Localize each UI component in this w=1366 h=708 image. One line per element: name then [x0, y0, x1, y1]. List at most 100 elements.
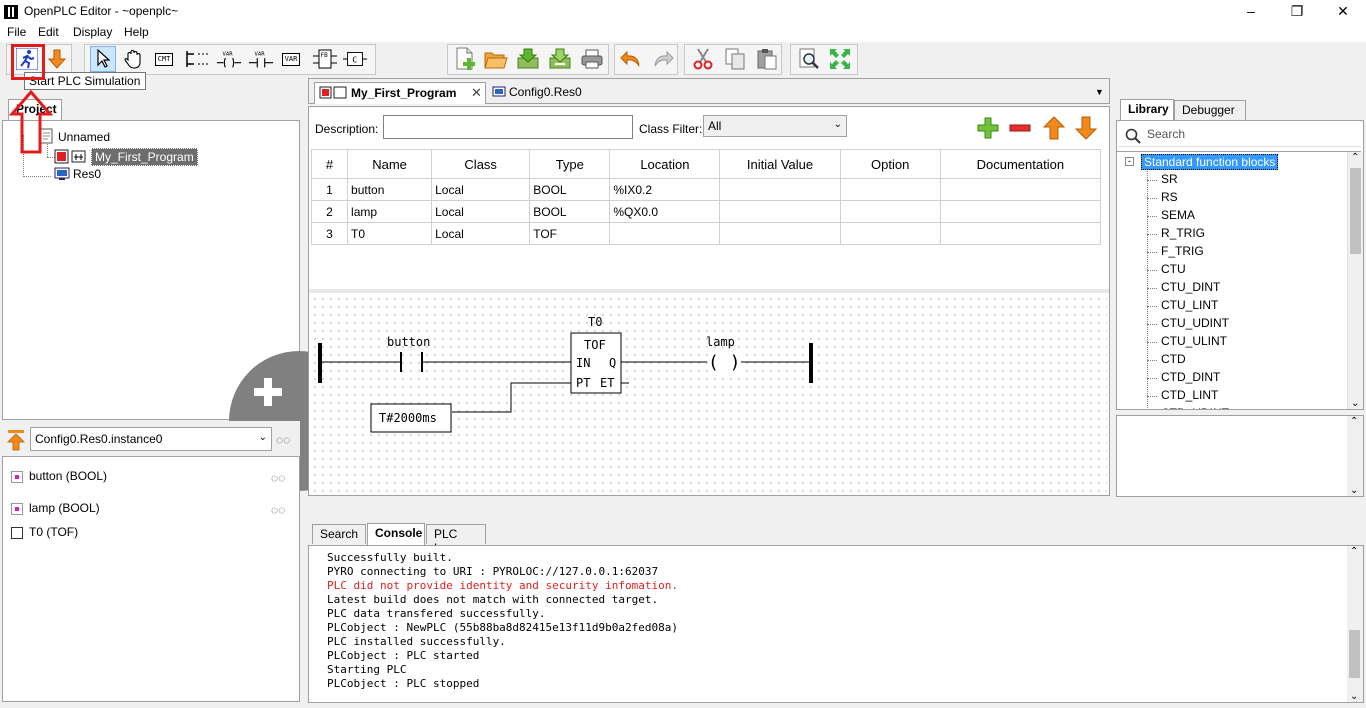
tab-debugger[interactable]: Debugger: [1174, 100, 1246, 120]
description-input[interactable]: [383, 115, 633, 139]
scroll-down-icon[interactable]: ⌄: [1350, 691, 1359, 702]
open-file-button[interactable]: [483, 46, 509, 72]
undo-button[interactable]: [618, 46, 644, 72]
move-view-button[interactable]: [120, 46, 146, 72]
function-block-tof[interactable]: [570, 332, 622, 394]
add-block-button[interactable]: FB: [312, 46, 338, 72]
tab-console[interactable]: Console: [367, 523, 425, 545]
library-item[interactable]: CTD_DINT: [1161, 370, 1221, 384]
scroll-thumb[interactable]: [1349, 630, 1360, 678]
project-root[interactable]: Unnamed: [58, 130, 111, 144]
library-item[interactable]: CTU_LINT: [1161, 298, 1219, 312]
debug-glasses-icon[interactable]: ◌◌: [271, 503, 286, 517]
add-variable-plus-icon[interactable]: [977, 117, 999, 139]
library-item[interactable]: CTD_LINT: [1161, 388, 1219, 402]
library-scrollbar[interactable]: ⌃ ⌄: [1347, 152, 1363, 409]
app-icon: [4, 5, 18, 19]
library-item[interactable]: R_TRIG: [1161, 226, 1206, 240]
splitter[interactable]: [309, 289, 1109, 293]
tab-my-first-program[interactable]: My_First_Program ✕: [314, 82, 486, 104]
move-down-arrow-icon[interactable]: [1075, 116, 1097, 140]
library-item[interactable]: CTU_UDINT: [1161, 316, 1229, 330]
console-line: Latest build does not match with connect…: [327, 593, 659, 606]
transfer-program-button[interactable]: [44, 46, 70, 72]
scroll-up-icon[interactable]: ⌃: [1350, 546, 1359, 557]
tab-config0-res0[interactable]: Config0.Res0: [487, 83, 589, 103]
close-tab-icon[interactable]: ✕: [471, 85, 482, 100]
add-power-rail-button[interactable]: [184, 46, 210, 72]
debug-glasses-icon[interactable]: ◌◌: [271, 471, 286, 485]
add-variable-button[interactable]: VAR: [278, 46, 304, 72]
block-type-label: TOF: [584, 338, 606, 352]
save-as-button[interactable]: [547, 46, 573, 72]
library-item[interactable]: SR: [1161, 172, 1178, 186]
library-item[interactable]: RS: [1161, 190, 1178, 204]
add-contact-button[interactable]: VAR: [248, 46, 274, 72]
scroll-up-icon[interactable]: ⌃: [1350, 416, 1359, 427]
select-tool-button[interactable]: [90, 46, 116, 72]
tab-plc-log[interactable]: PLC Log: [426, 524, 486, 555]
tab-list-dropdown-icon[interactable]: ▼: [1095, 87, 1104, 97]
scroll-down-icon[interactable]: ⌄: [1351, 398, 1360, 409]
find-button[interactable]: [796, 46, 822, 72]
add-coil-button[interactable]: VAR: [216, 46, 242, 72]
tab-library[interactable]: Library: [1120, 99, 1174, 121]
class-filter-select[interactable]: All ⌄: [703, 115, 847, 137]
remove-variable-minus-icon[interactable]: [1009, 117, 1031, 139]
library-category[interactable]: Standard function blocks: [1141, 154, 1279, 170]
library-item[interactable]: CTU_DINT: [1161, 280, 1221, 294]
list-item[interactable]: lamp (BOOL) ◌◌: [7, 501, 297, 521]
scroll-up-icon[interactable]: ⌃: [1351, 152, 1360, 163]
console-scrollbar[interactable]: ⌃ ⌄: [1347, 546, 1363, 702]
menu-file[interactable]: File: [7, 25, 27, 39]
list-item[interactable]: T0 (TOF): [7, 525, 297, 545]
left-power-rail[interactable]: [318, 343, 322, 383]
save-button[interactable]: [515, 46, 541, 72]
print-button[interactable]: [579, 46, 605, 72]
collapse-icon[interactable]: -: [1125, 157, 1134, 166]
fullscreen-button[interactable]: [827, 46, 853, 72]
add-c-block-button[interactable]: C: [342, 46, 368, 72]
preset-variable-box[interactable]: [370, 403, 452, 433]
maximize-button[interactable]: ❐: [1290, 3, 1304, 19]
description-scrollbar[interactable]: ⌃ ⌄: [1347, 416, 1363, 496]
list-item[interactable]: button (BOOL) ◌◌: [7, 469, 297, 489]
resource-item[interactable]: Res0: [73, 167, 102, 181]
start-simulation-button[interactable]: [14, 46, 40, 72]
library-item[interactable]: CTU_ULINT: [1161, 334, 1228, 348]
svg-text:VAR: VAR: [223, 51, 234, 57]
up-arrow-icon[interactable]: [6, 429, 26, 451]
debug-glasses-icon[interactable]: ◌◌: [276, 433, 291, 447]
instance-select[interactable]: Config0.Res0.instance0 ⌄: [30, 427, 272, 451]
library-item[interactable]: CTD_UDINT: [1161, 406, 1229, 409]
add-comment-button[interactable]: CMT: [151, 46, 177, 72]
close-button[interactable]: ✕: [1337, 3, 1349, 19]
program-item[interactable]: My_First_Program: [91, 148, 198, 166]
menu-edit[interactable]: Edit: [38, 25, 59, 39]
library-item[interactable]: F_TRIG: [1161, 244, 1204, 258]
ladder-diagram-canvas[interactable]: button T0 TOF IN Q PT ET lamp ( ) T#2000…: [311, 295, 1107, 493]
contact-button[interactable]: [400, 352, 423, 372]
contact-label: button: [387, 335, 431, 349]
paste-button[interactable]: [754, 46, 780, 72]
new-file-button[interactable]: [452, 46, 478, 72]
highlight-arrow-icon: [8, 90, 54, 154]
library-search-input[interactable]: Search: [1119, 123, 1361, 147]
library-item[interactable]: SEMA: [1161, 208, 1196, 222]
scroll-thumb[interactable]: [1350, 168, 1361, 254]
table-row[interactable]: 1 button Local BOOL %IX0.2: [310, 178, 1102, 201]
library-item[interactable]: CTD: [1161, 352, 1186, 366]
table-row[interactable]: 2 lamp Local BOOL %QX0.0: [310, 200, 1102, 223]
move-up-arrow-icon[interactable]: [1043, 116, 1065, 140]
right-power-rail[interactable]: [809, 343, 813, 383]
redo-button[interactable]: [650, 46, 676, 72]
menu-help[interactable]: Help: [124, 25, 149, 39]
cut-button[interactable]: [690, 46, 716, 72]
scroll-down-icon[interactable]: ⌄: [1350, 485, 1359, 496]
menu-display[interactable]: Display: [73, 25, 113, 39]
table-row[interactable]: 3 T0 Local TOF: [310, 222, 1102, 245]
tab-search[interactable]: Search: [312, 524, 366, 544]
copy-button[interactable]: [722, 46, 748, 72]
library-item[interactable]: CTU: [1161, 262, 1186, 276]
minimize-button[interactable]: –: [1247, 3, 1255, 19]
